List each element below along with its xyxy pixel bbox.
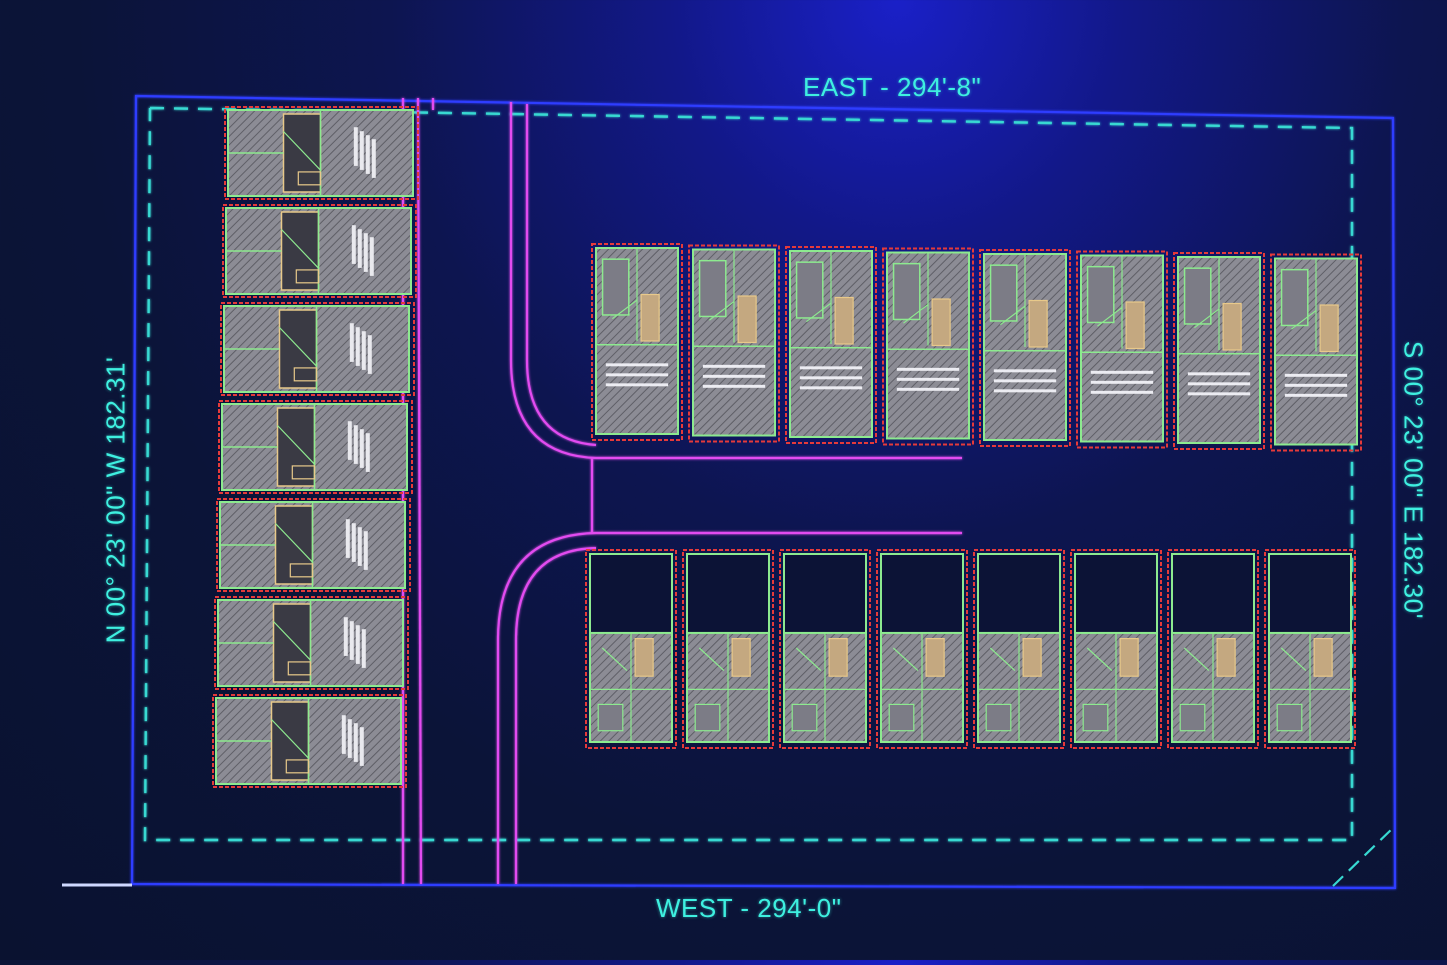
unit-west-6 [214,596,409,690]
road-center-south [496,531,962,884]
unit-south-5 [973,549,1065,749]
unit-west-7 [212,694,407,788]
unit-south-7 [1167,549,1259,749]
road-network [401,97,962,885]
unit-north-7 [1173,252,1265,450]
unit-south-2 [682,549,774,749]
unit-north-3 [785,246,877,444]
west-unit-row [212,106,419,788]
unit-north-2 [688,244,780,443]
unit-north-5 [979,249,1071,447]
unit-west-3 [220,302,415,396]
unit-south-8 [1264,549,1356,749]
unit-west-2 [222,204,417,298]
unit-west-4 [218,400,413,494]
unit-north-6 [1076,250,1168,449]
road-center-north [509,102,962,460]
south-bearing-label: S 00° 23' 00" E 182.30' [1398,340,1429,620]
setback-line [143,106,1354,842]
road-west-edge-2 [416,97,423,885]
unit-west-1 [224,106,419,200]
north-unit-row [591,243,1362,452]
unit-north-4 [882,247,974,446]
unit-north-1 [591,243,683,441]
unit-west-5 [216,498,411,592]
unit-north-8 [1270,253,1362,452]
north-bearing-label: N 00° 23' 00" W 182.31' [100,356,131,644]
unit-south-1 [585,549,677,749]
west-boundary-label: WEST - 294'-0" [656,893,842,923]
unit-south-6 [1070,549,1162,749]
unit-south-4 [876,549,968,749]
east-boundary-label: EAST - 294'-8" [803,72,982,102]
property-boundary [130,94,1397,890]
road-center-south-inner [514,546,597,884]
south-unit-row [585,549,1356,749]
road-center-north-inner [525,104,597,447]
unit-south-3 [779,549,871,749]
corner-chamfer [1332,825,1396,887]
